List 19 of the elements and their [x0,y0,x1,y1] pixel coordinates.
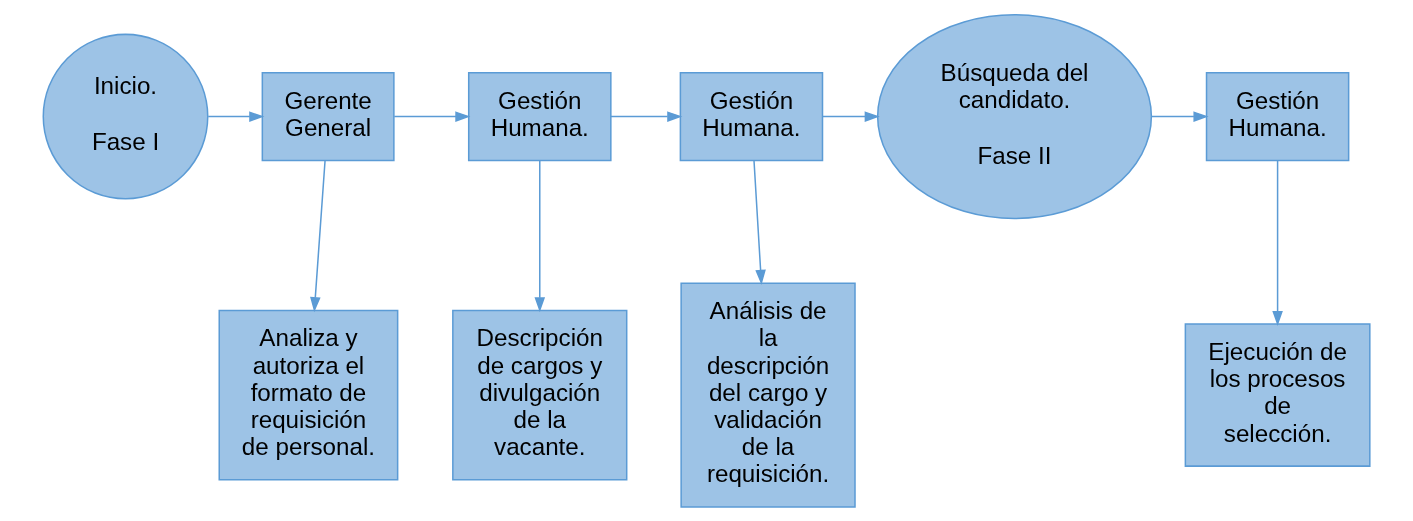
node-box: Ejecución de los procesos de selección. [1184,322,1371,467]
node-box: Gerente General [261,71,395,161]
arrow [534,159,546,312]
arrow [393,110,471,122]
node-ellipse: Búsqueda del candidato. Fase II [876,13,1153,219]
arrow [753,159,766,285]
node-circle: Inicio. Fase I [42,33,209,200]
node-box: Analiza y autoriza el formato de requisición de personal. [218,309,399,480]
arrow [610,110,683,122]
arrow [207,110,265,122]
arrow [1272,159,1283,326]
arrow [1150,110,1209,122]
arrow [310,159,326,312]
node-box: Gestión Humana. [467,71,612,161]
node-box: Gestión Humana. [679,71,824,161]
node-box: Descripción de cargos y divulgación de la vacante. [452,309,628,480]
arrow [822,110,880,122]
node-box: Análisis de la descripción del cargo y validación de la requisición. [680,281,856,508]
node-box: Gestión Humana. [1205,71,1350,161]
